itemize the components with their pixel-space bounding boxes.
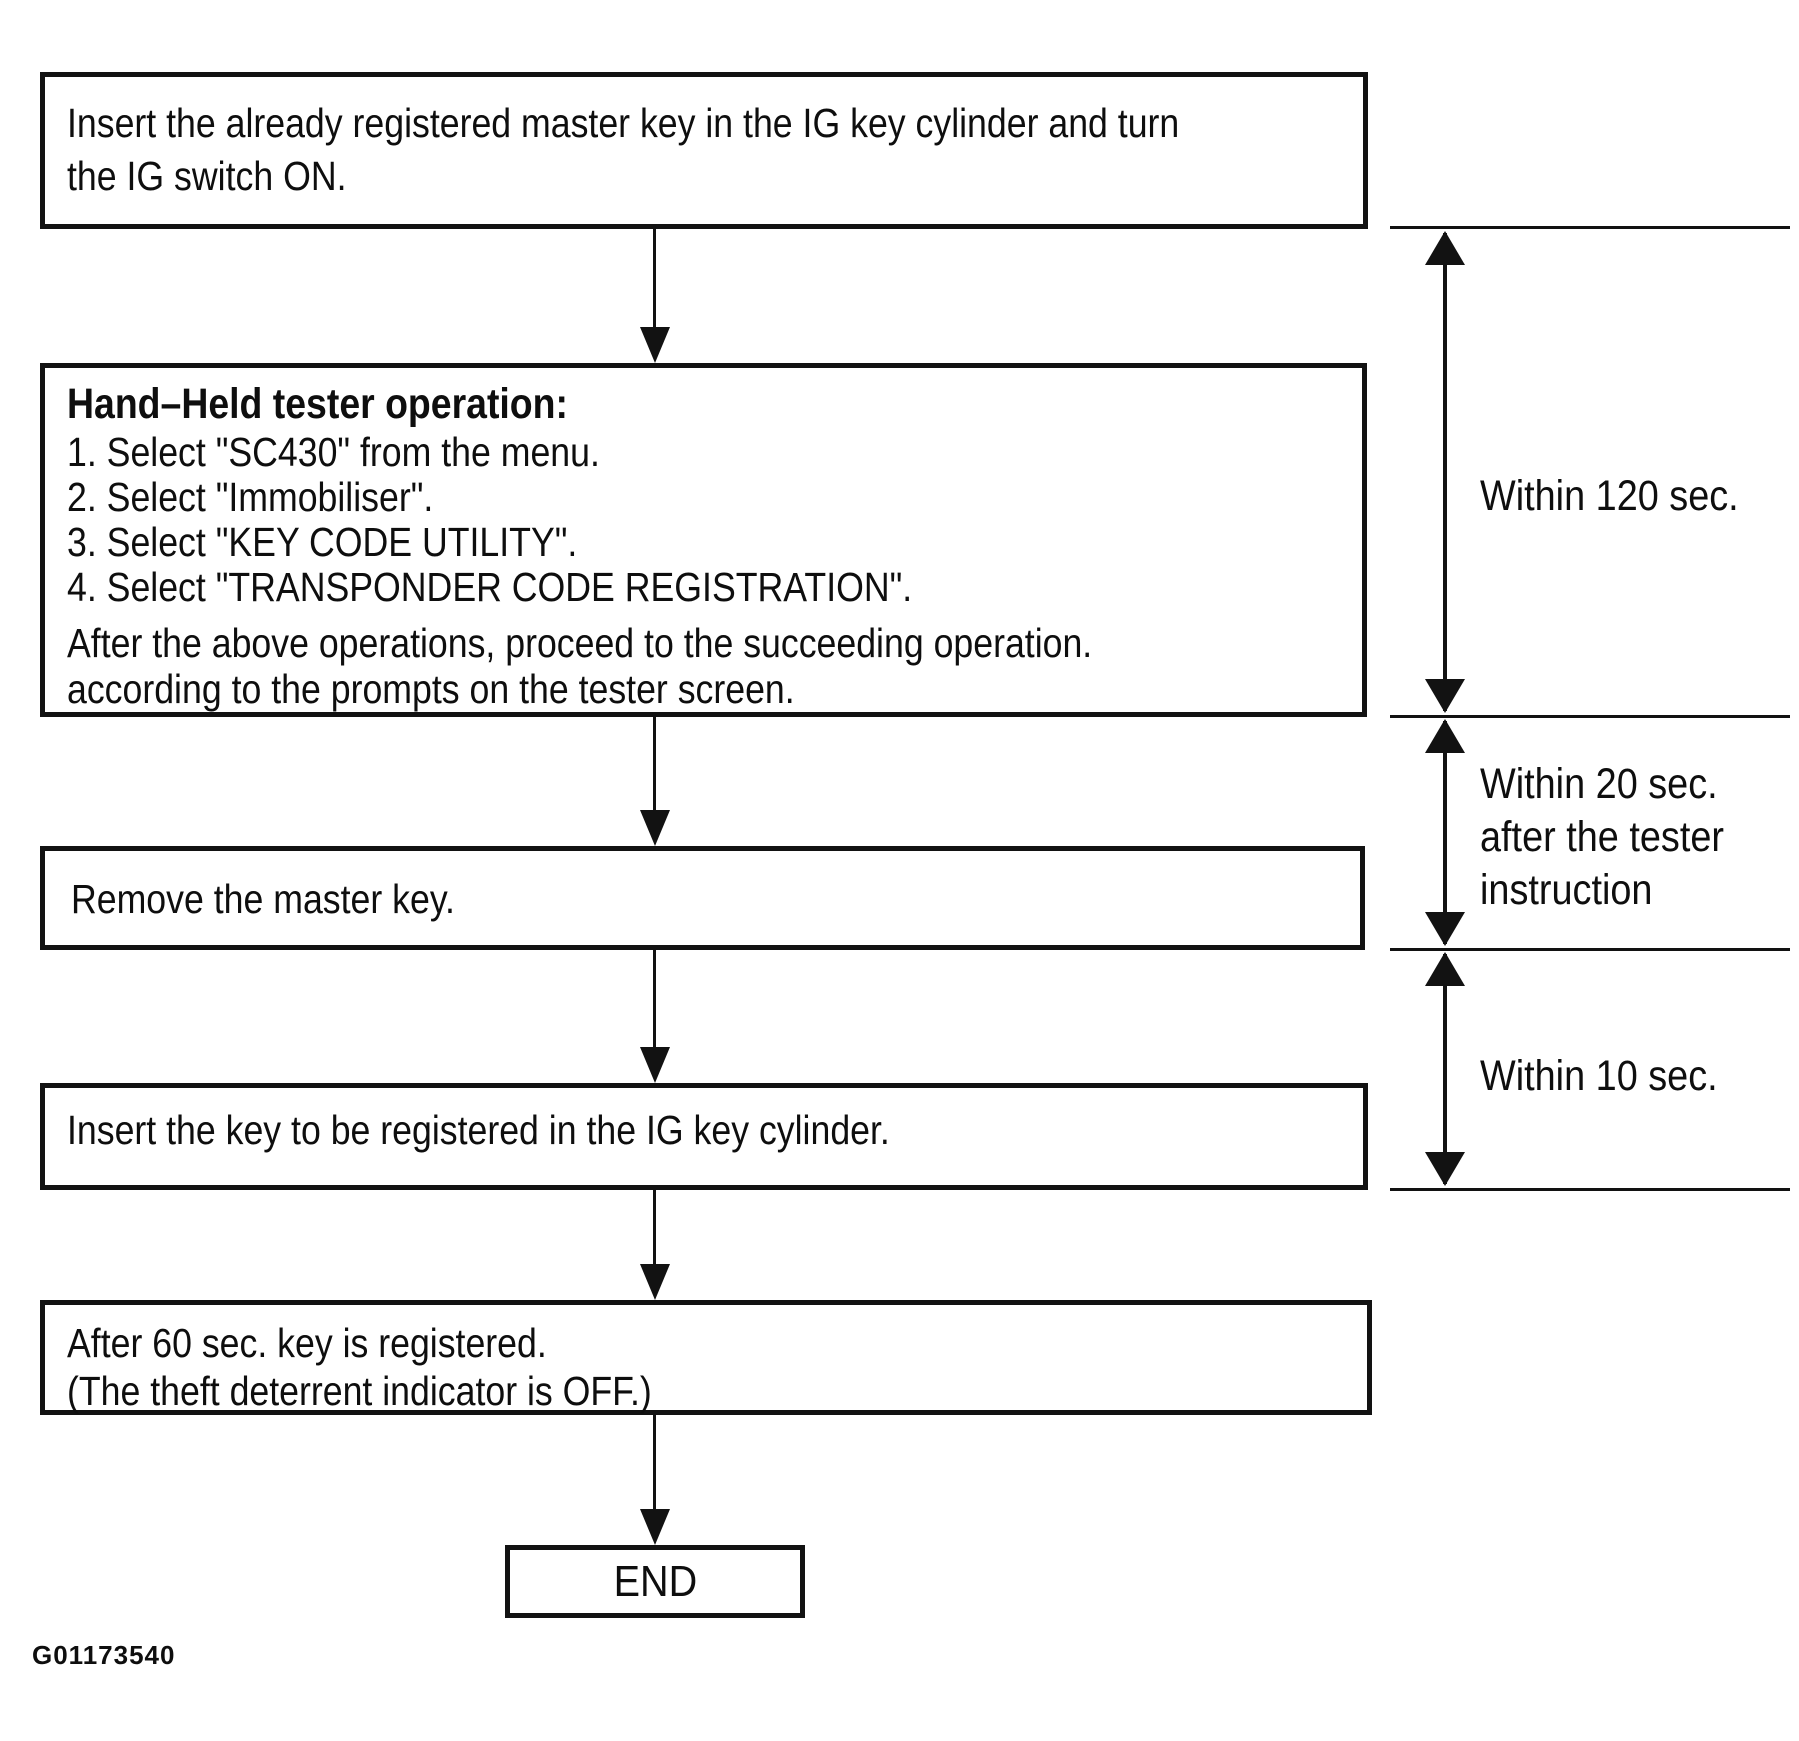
step-4-text-line: Insert the key to be registered in the I…	[67, 1107, 890, 1153]
flow-step-3-box: Remove the master key.	[40, 846, 1365, 950]
step-2-item: 2. Select "Immobiliser".	[67, 474, 434, 520]
timing-tick-line-2	[1390, 715, 1790, 718]
step-2-item: 1. Select "SC430" from the menu.	[67, 429, 600, 475]
step-3-text-line: Remove the master key.	[71, 876, 455, 922]
step-2-footer-line: according to the prompts on the tester s…	[67, 666, 795, 712]
timing-label-line: after the tester	[1480, 813, 1724, 861]
timing-tick-line-1	[1390, 226, 1790, 229]
step-2-footer: After the above operations, proceed to t…	[67, 620, 1362, 712]
step-2-item: 3. Select "KEY CODE UTILITY".	[67, 519, 578, 565]
connector-arrow-2	[640, 717, 670, 846]
timing-tick-line-4	[1390, 1188, 1790, 1191]
arrow-shaft	[653, 717, 656, 810]
arrowhead-down-icon	[1425, 912, 1465, 946]
timing-label-line: Within 120 sec.	[1480, 472, 1739, 520]
timing-arrow-10sec	[1425, 952, 1465, 1186]
timing-arrow-20sec	[1425, 719, 1465, 946]
timing-label-line: instruction	[1480, 866, 1653, 914]
step-5-text-line: (The theft deterrent indicator is OFF.)	[67, 1368, 652, 1414]
step-2-heading: Hand–Held tester operation:	[67, 380, 568, 428]
flow-end-box: END	[505, 1545, 805, 1618]
timing-label-line: Within 20 sec.	[1480, 760, 1718, 808]
timing-label-10sec: Within 10 sec.	[1480, 1050, 1750, 1103]
arrowhead-down-icon	[640, 1047, 670, 1083]
arrow-shaft	[653, 229, 656, 327]
arrowhead-down-icon	[640, 327, 670, 363]
arrow-shaft	[653, 1190, 656, 1264]
timing-arrow-120sec	[1425, 231, 1465, 713]
arrow-shaft	[653, 950, 656, 1047]
arrowhead-down-icon	[640, 1509, 670, 1545]
connector-arrow-1	[640, 229, 670, 363]
connector-arrow-3	[640, 950, 670, 1083]
arrow-shaft	[1443, 721, 1447, 944]
arrow-shaft	[1443, 954, 1447, 1184]
arrowhead-down-icon	[640, 810, 670, 846]
timing-label-20sec: Within 20 sec. after the tester instruct…	[1480, 758, 1757, 917]
flow-step-4-box: Insert the key to be registered in the I…	[40, 1083, 1368, 1190]
step-1-text-line: Insert the already registered master key…	[67, 100, 1180, 146]
arrow-shaft	[653, 1415, 656, 1509]
arrowhead-down-icon	[1425, 1152, 1465, 1186]
end-label: END	[613, 1557, 697, 1606]
flow-step-1-box: Insert the already registered master key…	[40, 72, 1368, 229]
connector-arrow-5	[640, 1415, 670, 1545]
arrow-shaft	[1443, 233, 1447, 711]
timing-tick-line-3	[1390, 948, 1790, 951]
timing-label-line: Within 10 sec.	[1480, 1052, 1718, 1100]
flow-step-5-box: After 60 sec. key is registered. (The th…	[40, 1300, 1372, 1415]
connector-arrow-4	[640, 1190, 670, 1300]
arrowhead-down-icon	[1425, 679, 1465, 713]
arrowhead-down-icon	[640, 1264, 670, 1300]
step-2-footer-line: After the above operations, proceed to t…	[67, 620, 1093, 666]
flow-step-2-box: Hand–Held tester operation: 1. Select "S…	[40, 363, 1367, 717]
step-5-text-line: After 60 sec. key is registered.	[67, 1320, 547, 1366]
step-2-item: 4. Select "TRANSPONDER CODE REGISTRATION…	[67, 564, 913, 610]
figure-code: G01173540	[32, 1640, 176, 1670]
timing-label-120sec: Within 120 sec.	[1480, 470, 1774, 523]
step-1-text-line: the IG switch ON.	[67, 153, 347, 199]
